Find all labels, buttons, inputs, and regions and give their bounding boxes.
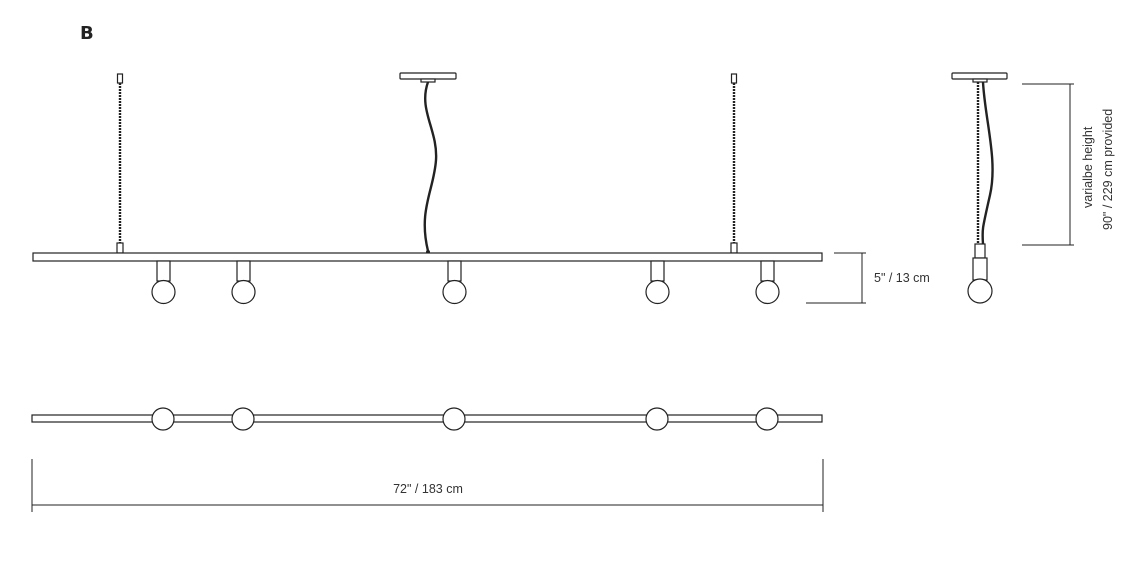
length-label: 72" / 183 cm [393, 482, 463, 496]
bulb [755, 260, 780, 305]
bulb [645, 260, 670, 305]
top-view-bulb [151, 407, 175, 431]
variable-height-label: varialbe height [1081, 126, 1095, 208]
right-suspension-cable [730, 73, 738, 254]
top-view-bulb [755, 407, 779, 431]
top-view-bar [31, 414, 823, 423]
top-view-bulb [645, 407, 669, 431]
side-view: varialbe height 90" / 229 cm provided [951, 72, 1115, 304]
fixture-bar [32, 252, 823, 262]
top-view: 72" / 183 cm [31, 407, 824, 512]
bulb [151, 260, 176, 305]
bulb [231, 260, 256, 305]
drop-height-dimension [806, 252, 866, 304]
left-suspension-cable [116, 73, 124, 254]
front-view: 5" / 13 cm [32, 72, 930, 305]
drop-height-label: 5" / 13 cm [874, 271, 930, 285]
length-dimension [31, 459, 824, 512]
diagram-label: B [80, 23, 94, 44]
center-canopy [399, 72, 457, 254]
top-view-bulb [231, 407, 255, 431]
top-view-bulb [442, 407, 466, 431]
variable-height-dimension [1022, 83, 1074, 246]
bulb [442, 260, 467, 305]
variable-height-provided-label: 90" / 229 cm provided [1101, 109, 1115, 230]
